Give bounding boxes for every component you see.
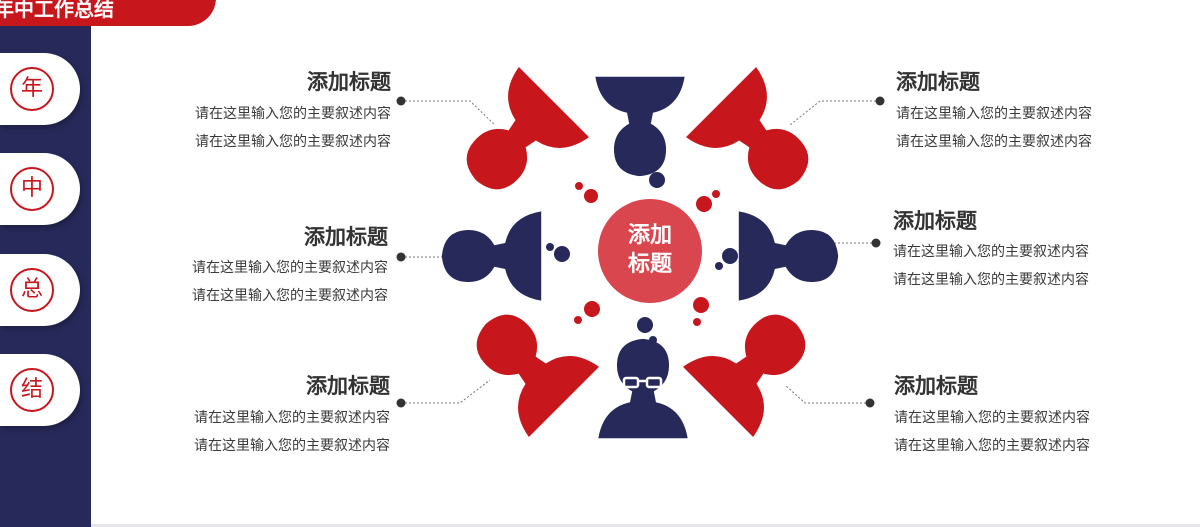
center-circle — [598, 199, 702, 303]
center-title-line1: 添加 — [627, 223, 672, 248]
center-title: 添加 标题 — [600, 221, 700, 279]
sidebar-item-zhong[interactable]: 中 — [0, 153, 80, 225]
block-desc: 请在这里输入您的主要叙述内容 请在这里输入您的主要叙述内容 — [894, 404, 1090, 460]
header-tab-text: 年中工作总结 — [0, 0, 114, 21]
sidebar-item-zong[interactable]: 总 — [0, 254, 80, 326]
block-desc-line: 请在这里输入您的主要叙述内容 — [195, 106, 391, 122]
block-desc-line: 请在这里输入您的主要叙述内容 — [894, 410, 1090, 426]
block-desc: 请在这里输入您的主要叙述内容 请在这里输入您的主要叙述内容 — [893, 238, 1089, 294]
connector-lines — [401, 100, 880, 404]
connector-dots — [396, 96, 885, 408]
block-desc: 请在这里输入您的主要叙述内容 请在这里输入您的主要叙述内容 — [896, 100, 1092, 156]
sidebar-item-label: 年 — [10, 67, 54, 111]
bottom-divider — [91, 524, 1200, 527]
block-desc: 请在这里输入您的主要叙述内容 请在这里输入您的主要叙述内容 — [195, 100, 391, 156]
block-title: 添加标题 — [304, 225, 388, 249]
block-desc-line: 请在这里输入您的主要叙述内容 — [192, 260, 388, 276]
sidebar-item-label: 中 — [10, 167, 54, 211]
block-desc-line: 请在这里输入您的主要叙述内容 — [893, 244, 1089, 260]
sidebar-item-nian[interactable]: 年 — [0, 53, 80, 125]
center-title-line2: 标题 — [627, 252, 672, 277]
block-title: 添加标题 — [306, 374, 390, 398]
person-silhouette-icon — [440, 66, 839, 439]
block-title: 添加标题 — [893, 209, 977, 233]
block-title: 添加标题 — [896, 70, 980, 94]
block-desc-line: 请在这里输入您的主要叙述内容 — [894, 438, 1090, 454]
block-desc-line: 请在这里输入您的主要叙述内容 — [194, 438, 390, 454]
block-desc-line: 请在这里输入您的主要叙述内容 — [194, 410, 390, 426]
block-desc-line: 请在这里输入您的主要叙述内容 — [896, 134, 1092, 150]
sidebar-item-label: 总 — [10, 268, 54, 312]
header-tab: 年中工作总结 — [0, 0, 216, 26]
block-desc-line: 请在这里输入您的主要叙述内容 — [896, 106, 1092, 122]
block-desc: 请在这里输入您的主要叙述内容 请在这里输入您的主要叙述内容 — [192, 254, 388, 310]
block-desc-line: 请在这里输入您的主要叙述内容 — [195, 134, 391, 150]
sidebar-item-label: 结 — [10, 368, 54, 412]
block-desc-line: 请在这里输入您的主要叙述内容 — [893, 272, 1089, 288]
block-title: 添加标题 — [894, 374, 978, 398]
block-desc-line: 请在这里输入您的主要叙述内容 — [192, 288, 388, 304]
block-desc: 请在这里输入您的主要叙述内容 请在这里输入您的主要叙述内容 — [194, 404, 390, 460]
block-title: 添加标题 — [307, 70, 391, 94]
sidebar-item-jie[interactable]: 结 — [0, 354, 80, 426]
